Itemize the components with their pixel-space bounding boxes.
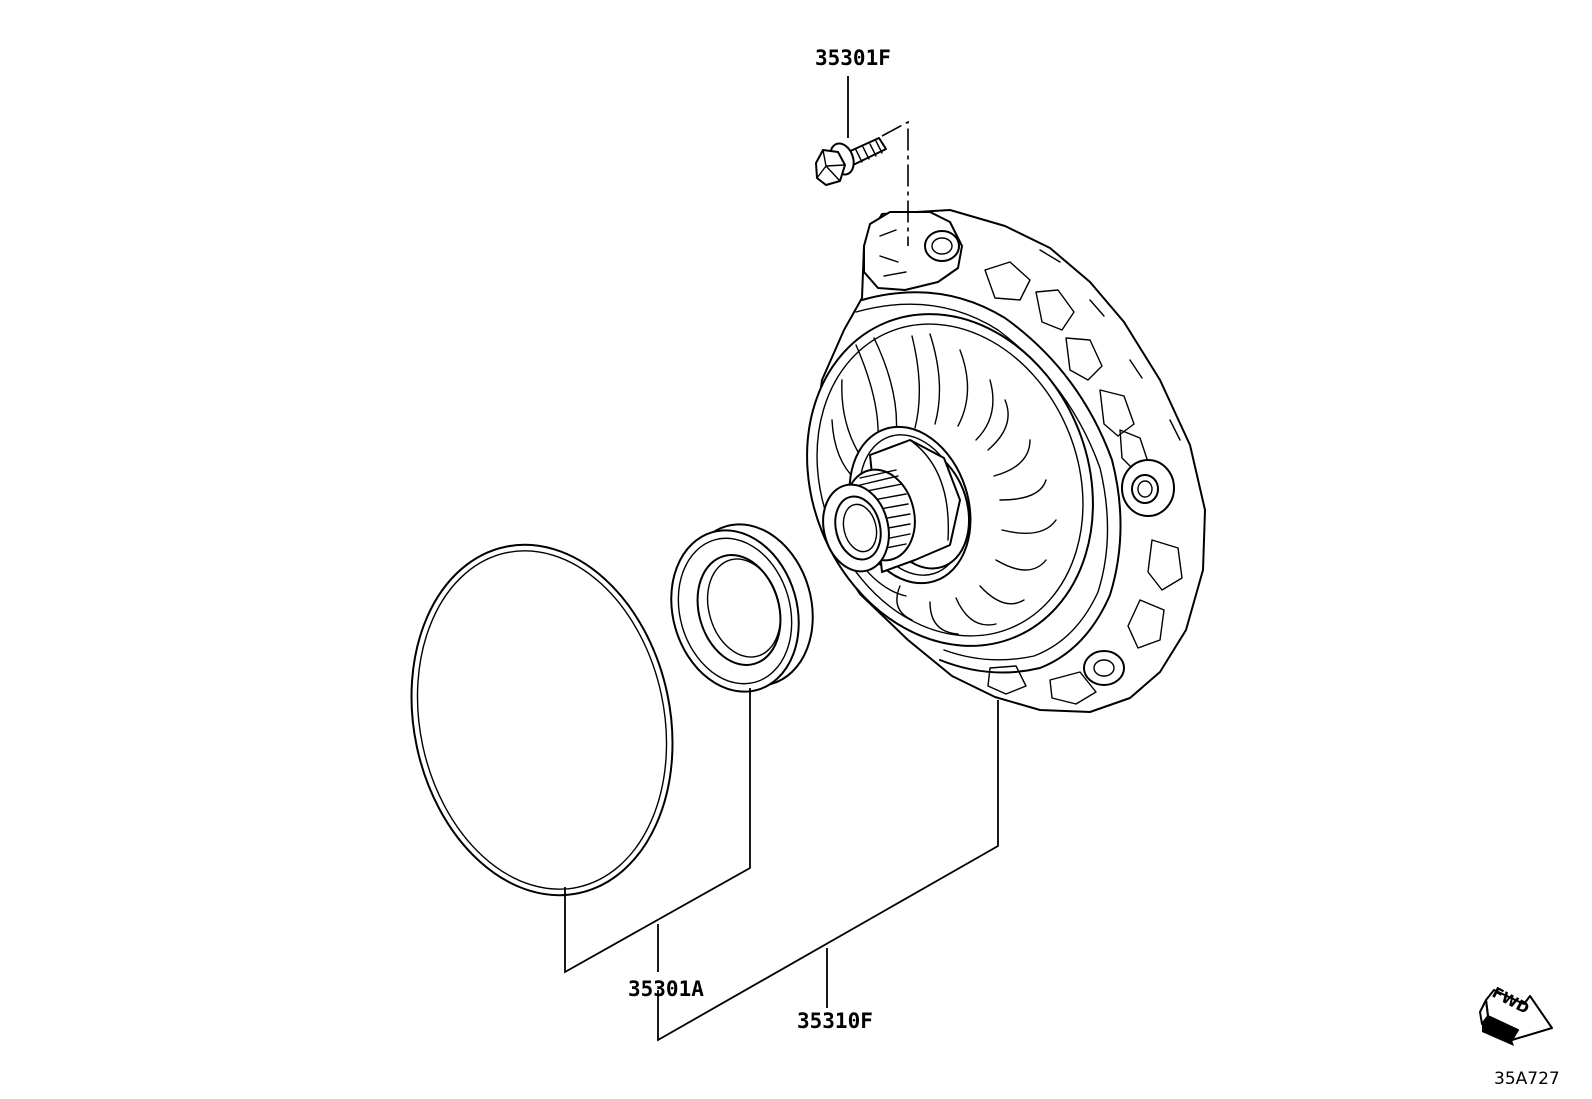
oil-seal-part[interactable] xyxy=(653,509,831,707)
callout-label-kit[interactable]: 35301A xyxy=(628,977,704,1001)
illustration-code: 35A727 xyxy=(1494,1069,1560,1089)
leader-lines xyxy=(564,76,999,1042)
oil-pump-assembly[interactable] xyxy=(758,209,1206,713)
callout-label-bolt[interactable]: 35301F xyxy=(815,46,891,70)
o-ring-part[interactable] xyxy=(380,520,704,919)
bolt-part[interactable] xyxy=(815,137,887,186)
fwd-label: FWD xyxy=(1489,983,1532,1017)
callout-label-pump[interactable]: 35310F xyxy=(797,1009,873,1033)
fwd-arrow-icon: FWD xyxy=(1479,983,1553,1046)
